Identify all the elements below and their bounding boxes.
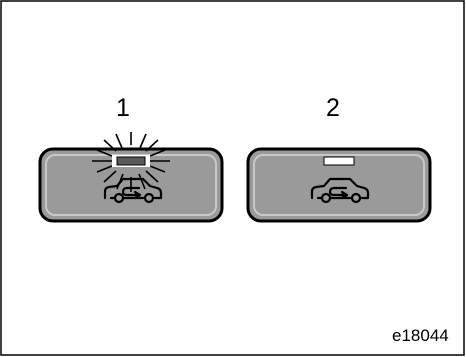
car-recirculation-icon xyxy=(103,177,163,204)
indicator-glow-rays xyxy=(92,132,170,192)
figure-code: e18044 xyxy=(392,326,449,345)
indicator-lamp-off xyxy=(323,156,355,166)
recirculation-button-2[interactable] xyxy=(246,147,432,223)
car-recirculation-icon xyxy=(310,177,370,204)
button-2-body[interactable] xyxy=(246,147,432,223)
button-2-bevel xyxy=(253,154,425,216)
button-1-number-label: 1 xyxy=(116,94,130,122)
indicator-lamp-on xyxy=(116,156,146,166)
button-2-number-label: 2 xyxy=(326,94,340,122)
recirculation-button-1[interactable] xyxy=(38,132,224,223)
